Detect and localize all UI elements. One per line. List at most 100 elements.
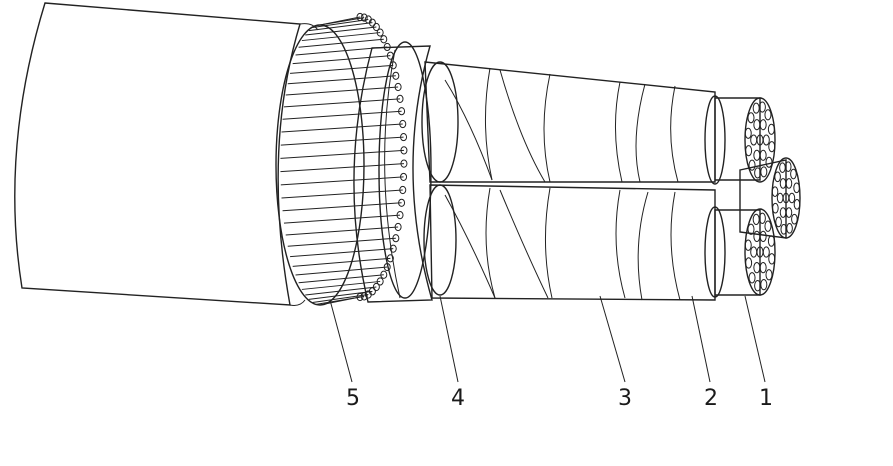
armour-wire-end — [394, 222, 402, 232]
armour-wire-end — [372, 22, 380, 32]
armour-wire-end — [380, 35, 388, 44]
conductor-strand — [764, 109, 772, 121]
conductor-strand — [767, 123, 775, 135]
conductor-strand — [758, 101, 766, 113]
conductor-strand — [790, 168, 797, 180]
conductor-strand — [753, 261, 761, 274]
conductor-strand — [748, 159, 756, 171]
callout-5: 5 — [346, 386, 360, 411]
conductor-strand — [747, 223, 755, 235]
conductor-strand — [750, 246, 758, 258]
armour-wire — [295, 266, 388, 276]
leader-5 — [329, 299, 353, 383]
callout-2: 2 — [704, 386, 718, 411]
armour-wire-end — [398, 198, 406, 207]
conductor-strand — [759, 119, 767, 131]
armour-wire-end — [396, 211, 404, 220]
armour-wire — [308, 22, 373, 32]
armour-wire-end — [356, 292, 364, 302]
armour-wire-end — [396, 94, 404, 103]
conductor-upper — [704, 95, 776, 185]
conductor-strand — [744, 127, 752, 139]
armour-wire — [280, 176, 404, 186]
inner-bedding-band — [353, 41, 433, 303]
conductor-strand — [762, 246, 770, 258]
conductor-strand — [747, 112, 755, 124]
conductor-strand — [754, 280, 762, 292]
outer-sheath — [14, 2, 319, 306]
armour-wire-end — [400, 172, 408, 182]
conductor-strand — [785, 207, 793, 218]
conductor-strand — [764, 220, 772, 232]
conductor-strand — [762, 134, 770, 146]
armour-wire-end — [386, 254, 394, 263]
core-upper — [421, 61, 716, 183]
conductor-strand — [786, 223, 793, 234]
armour-wire — [281, 189, 403, 199]
armour-wire-end — [376, 28, 384, 37]
conductor-strand — [744, 239, 752, 251]
armour-wire-end — [400, 146, 408, 155]
armour-wire-end — [400, 159, 408, 168]
conductor-middle — [739, 157, 801, 239]
armour-wire — [282, 110, 402, 120]
conductor-strand — [767, 235, 775, 247]
conductor-strand — [750, 134, 758, 146]
conductor-strand — [775, 216, 782, 228]
armour-wire — [292, 257, 391, 267]
conductor-strand — [759, 230, 767, 243]
armour-wire-end — [376, 277, 384, 286]
armour-wire — [285, 226, 399, 236]
armour-wire-end — [389, 244, 397, 253]
conductor-strand — [760, 278, 768, 291]
conductor-strand — [753, 119, 761, 131]
armour-wire — [292, 55, 391, 65]
armour-wire — [283, 214, 401, 224]
armour-wire — [298, 274, 384, 284]
conductor-strand — [760, 166, 768, 178]
conductor-strand — [779, 162, 786, 173]
armour-wire — [285, 86, 399, 96]
conductor-strand — [793, 199, 801, 210]
conductor-strand — [753, 230, 761, 243]
armour-wire — [290, 248, 394, 258]
conductor-strand — [758, 212, 766, 224]
armour-wire — [308, 290, 373, 300]
conductor-strand — [774, 171, 781, 183]
armour-wire-end — [364, 290, 372, 299]
armour-wire-end — [392, 71, 400, 80]
conductor-strand — [754, 167, 762, 179]
callout-labels: 5 4 3 2 1 — [346, 386, 773, 411]
armour-wire-end — [394, 82, 402, 92]
conductor-strand — [793, 182, 800, 194]
conductor-strand — [748, 272, 756, 284]
conductor-strand — [765, 156, 773, 168]
conductor-strand — [768, 253, 776, 265]
leader-3 — [599, 295, 626, 383]
armour-wire — [280, 149, 404, 159]
conductor-strand — [752, 102, 760, 114]
conductor-strand — [753, 149, 761, 161]
armour-wire — [305, 26, 377, 36]
armour-wire — [312, 19, 369, 29]
armour-wire — [287, 237, 396, 247]
conductor-strand — [772, 202, 779, 214]
conductor-strand — [759, 261, 767, 274]
conductor-strand — [776, 192, 784, 204]
armour-wire — [301, 32, 381, 42]
callout-4: 4 — [451, 386, 465, 411]
armour-wire — [287, 75, 396, 85]
conductor-strand — [788, 192, 796, 204]
conductor-lower — [704, 206, 776, 298]
conductor-strand — [779, 178, 787, 189]
callout-1: 1 — [759, 386, 773, 411]
armour-wire-end — [392, 234, 400, 243]
armour-wire-end — [399, 185, 407, 195]
armour-wire — [312, 293, 369, 303]
callout-3: 3 — [618, 386, 632, 411]
armour-wire — [282, 202, 402, 212]
armour-wire-end — [400, 132, 408, 142]
armour-wire — [280, 163, 404, 173]
leader-lines — [329, 295, 766, 383]
conductor-strand — [780, 224, 788, 235]
